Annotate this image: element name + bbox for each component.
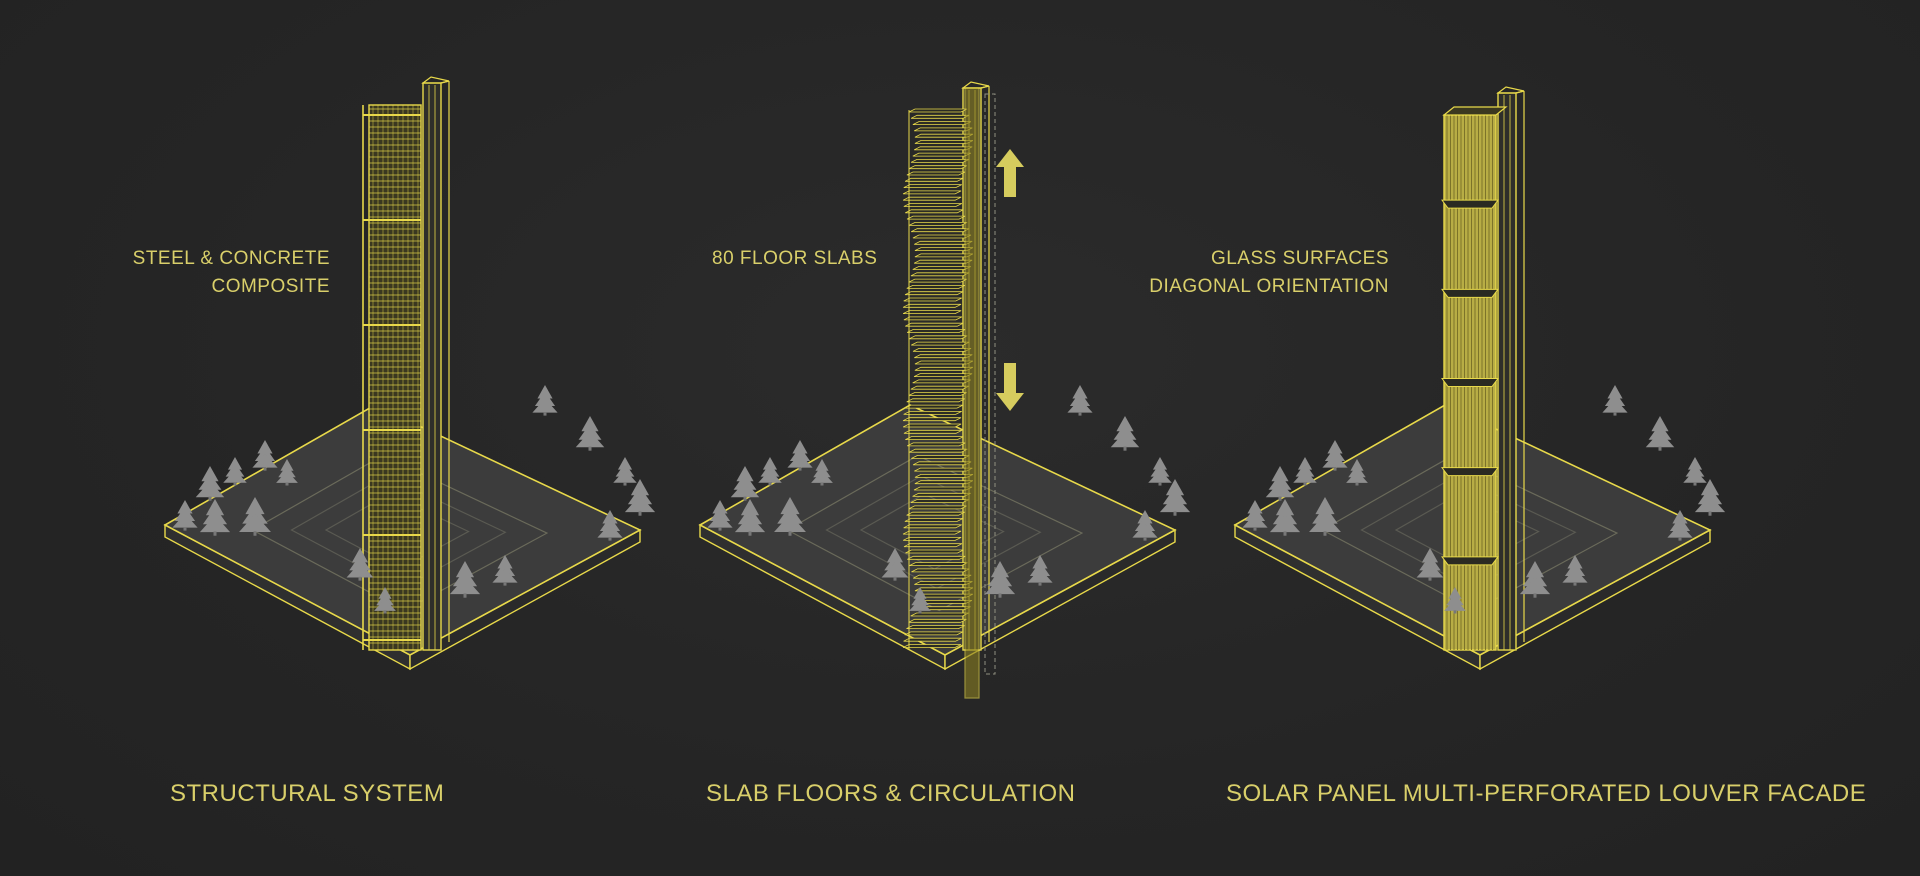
slabs-side-label-line-1: 80 FLOOR SLABS — [712, 248, 878, 269]
up-arrow-icon — [996, 149, 1024, 197]
tree-icon — [223, 457, 247, 486]
tree-icon — [1269, 499, 1301, 536]
tree-icon — [346, 548, 374, 581]
tree-icon — [707, 500, 733, 531]
tree-icon — [1159, 479, 1191, 516]
structural-side-label-line-2: COMPOSITE — [211, 276, 330, 297]
tree-icon — [449, 561, 481, 598]
tree-icon — [1322, 440, 1348, 471]
tree-icon — [1562, 555, 1588, 586]
down-arrow-icon — [996, 363, 1024, 411]
slabs-caption: SLAB FLOORS & CIRCULATION — [706, 780, 1076, 807]
tree-icon — [575, 416, 605, 451]
structural-side-label-line-1: STEEL & CONCRETE — [132, 248, 330, 269]
tree-icon — [624, 479, 656, 516]
tree-icon — [1110, 416, 1140, 451]
tree-icon — [730, 466, 760, 501]
facade-illustration — [1233, 86, 1726, 671]
tree-icon — [1067, 385, 1093, 416]
tree-icon — [758, 457, 782, 486]
facade-trees — [1265, 385, 1675, 536]
tree-icon — [984, 561, 1016, 598]
tree-icon — [172, 500, 198, 531]
structural-trees — [195, 385, 605, 536]
slabs-illustration — [698, 81, 1191, 699]
tree-icon — [1242, 500, 1268, 531]
structural-illustration — [163, 76, 656, 671]
facade-tower — [1441, 86, 1525, 651]
structural-caption: STRUCTURAL SYSTEM — [170, 780, 445, 807]
slabs-tower — [902, 81, 996, 699]
facade-side-label-line-2: DIAGONAL ORIENTATION — [1149, 276, 1389, 297]
tree-icon — [1293, 457, 1317, 486]
facade-caption: SOLAR PANEL MULTI-PERFORATED LOUVER FACA… — [1226, 780, 1867, 807]
tree-icon — [881, 548, 909, 581]
tree-icon — [1694, 479, 1726, 516]
tree-icon — [613, 457, 637, 486]
tree-icon — [492, 555, 518, 586]
structural-front-trees — [172, 457, 656, 614]
tree-icon — [195, 466, 225, 501]
tree-icon — [811, 459, 833, 486]
structural-side-label: STEEL & CONCRETE COMPOSITE — [133, 245, 330, 301]
tree-icon — [239, 497, 271, 536]
tree-icon — [774, 497, 806, 536]
tree-icon — [1346, 459, 1368, 486]
tree-icon — [252, 440, 278, 471]
tree-icon — [597, 510, 623, 541]
tree-icon — [1416, 548, 1444, 581]
tree-icon — [1027, 555, 1053, 586]
tree-icon — [734, 499, 766, 536]
tree-icon — [374, 587, 396, 614]
tree-icon — [1602, 385, 1628, 416]
structural-tower — [362, 76, 450, 651]
tree-icon — [1683, 457, 1707, 486]
tree-icon — [1667, 510, 1693, 541]
tree-icon — [787, 440, 813, 471]
facade-side-label-line-1: GLASS SURFACES — [1210, 248, 1389, 269]
tree-icon — [1519, 561, 1551, 598]
tree-icon — [1148, 457, 1172, 486]
tree-icon — [276, 459, 298, 486]
slabs-front-trees — [707, 457, 1191, 614]
tree-icon — [909, 587, 931, 614]
facade-side-label: GLASS SURFACES DIAGONAL ORIENTATION — [1149, 245, 1389, 301]
tree-icon — [1444, 587, 1466, 614]
tree-icon — [1645, 416, 1675, 451]
tree-icon — [1132, 510, 1158, 541]
facade-front-trees — [1242, 457, 1726, 614]
tree-icon — [1309, 497, 1341, 536]
slabs-side-label: 80 FLOOR SLABS — [712, 245, 877, 273]
tree-icon — [1265, 466, 1295, 501]
tree-icon — [532, 385, 558, 416]
slabs-trees — [730, 385, 1140, 536]
tree-icon — [199, 499, 231, 536]
